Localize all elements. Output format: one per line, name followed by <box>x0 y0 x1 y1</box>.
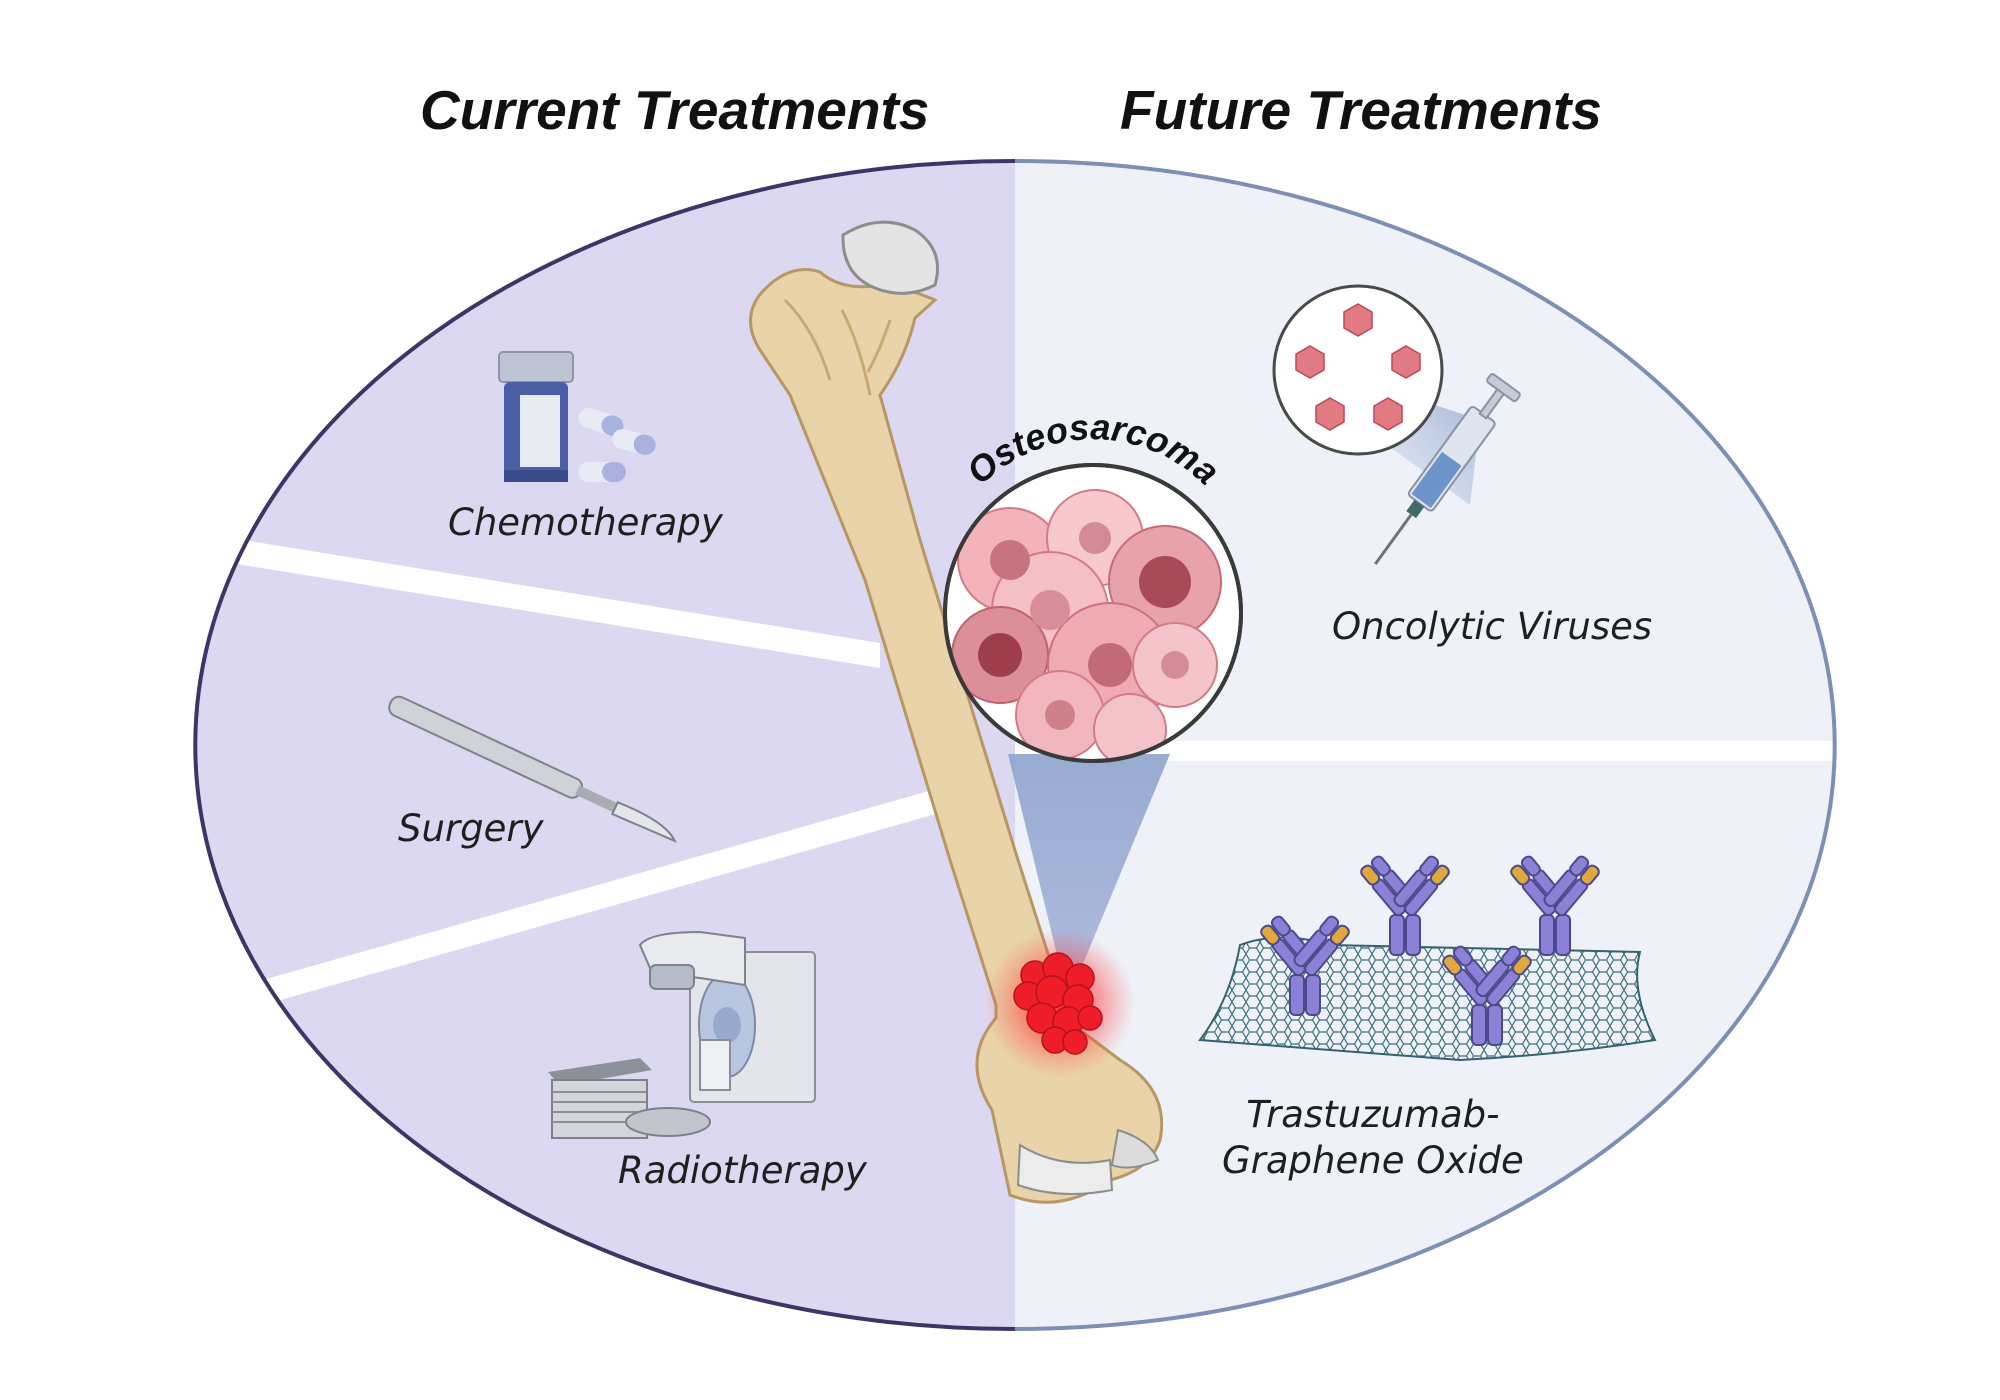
current-treatments-heading: Current Treatments <box>420 79 930 141</box>
surgery-label: Surgery <box>398 807 544 850</box>
antibody-icon <box>1260 853 1602 1046</box>
capsule-icon <box>578 407 656 482</box>
tumor-icon <box>1013 952 1103 1055</box>
pill-bottle-icon <box>498 351 574 482</box>
tumor-cell-icon <box>943 463 1243 763</box>
trastuzumab-label-line2: Graphene Oxide <box>1222 1139 1524 1182</box>
syringe-icon <box>1374 373 1521 565</box>
future-treatments-heading: Future Treatments <box>1120 79 1602 141</box>
future-outline <box>1014 159 1837 1331</box>
divider-chemo-surgery <box>195 525 880 668</box>
chemotherapy-label: Chemotherapy <box>448 501 723 544</box>
femur-bone-icon <box>749 220 1164 1204</box>
radiotherapy-machine-icon <box>548 930 816 1139</box>
graphene-sheet-icon <box>1198 936 1657 1062</box>
trastuzumab-label-line1: Trastuzumab- <box>1246 1093 1500 1136</box>
trastuzumab-graphene-oxide-label: Trastuzumab- Graphene Oxide <box>1222 1092 1524 1184</box>
oncolytic-viruses-label: Oncolytic Viruses <box>1332 605 1653 648</box>
magnify-beam <box>1008 754 1170 1000</box>
divider-future <box>1015 741 1835 761</box>
virus-icon <box>1272 284 1444 456</box>
radiotherapy-label: Radiotherapy <box>618 1149 867 1192</box>
current-outline <box>193 159 1016 1331</box>
scalpel-icon <box>388 695 677 843</box>
divider-surgery-radio <box>195 785 950 1037</box>
